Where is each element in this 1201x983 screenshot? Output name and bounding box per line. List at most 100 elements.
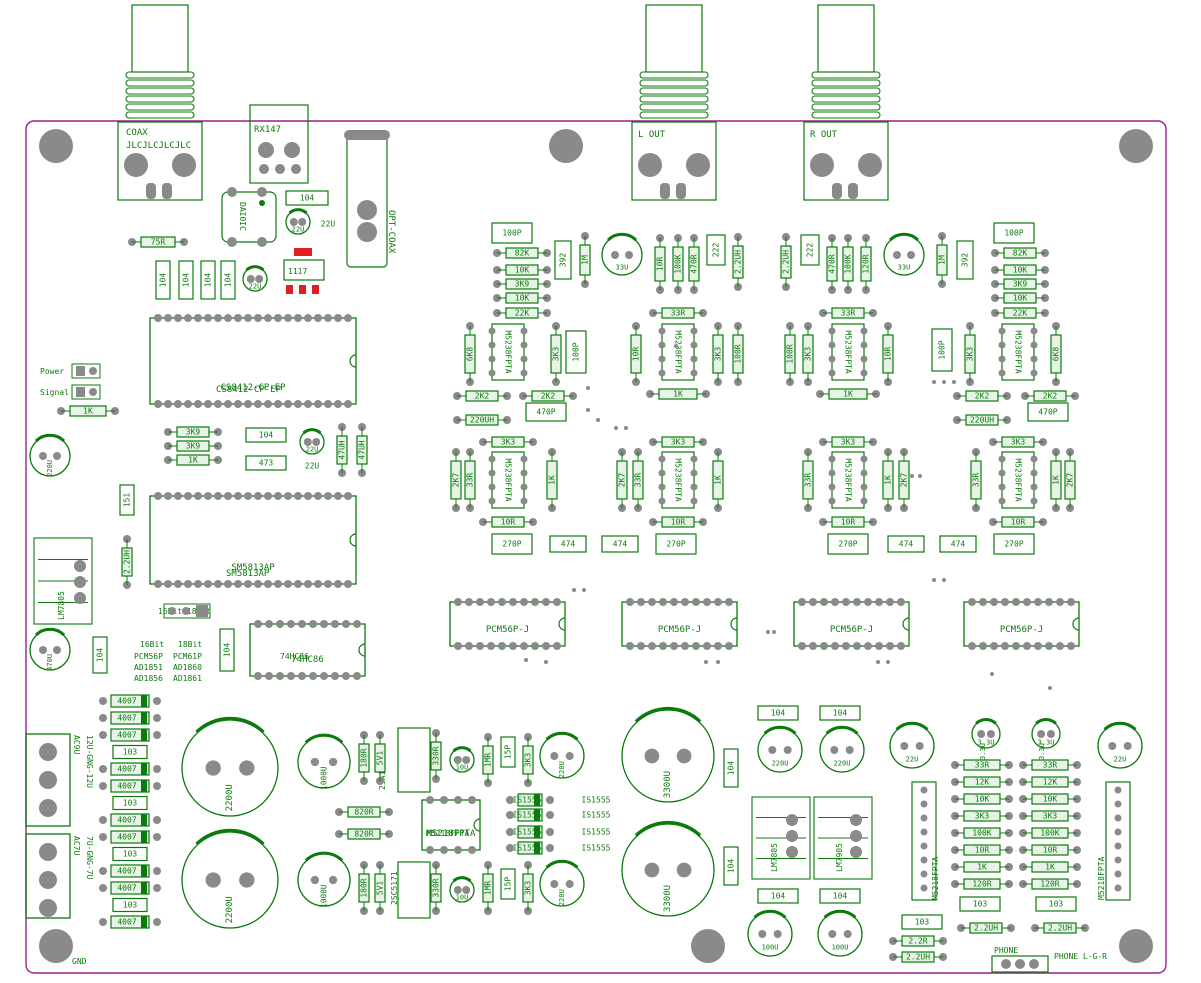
ac9-sub-label: 12U-GNG-12U	[85, 735, 94, 788]
pad	[153, 884, 161, 892]
pad	[320, 620, 328, 628]
resistor-value: 10R	[632, 347, 641, 362]
pad	[886, 598, 894, 606]
pad	[546, 811, 554, 819]
electrolytic-capacitor: 220U	[539, 859, 585, 907]
pad	[907, 251, 915, 259]
resistor: 3K3	[649, 436, 707, 448]
capacitor-value: 2200U	[225, 896, 235, 923]
pad	[979, 598, 987, 606]
pad	[440, 796, 448, 804]
diode: IS1555	[506, 825, 554, 839]
resistor-body	[661, 516, 695, 528]
pad	[932, 380, 936, 384]
resistor-body	[1031, 844, 1069, 856]
jack-pin	[676, 183, 686, 199]
electrolytic-capacitor: 22U	[299, 428, 325, 455]
resistor-value: 2K7	[900, 473, 909, 488]
electrolytic-capacitor: 100U	[747, 909, 793, 957]
capacitor-outline	[819, 888, 861, 904]
resistor-body	[176, 426, 210, 438]
box-capacitor: 104	[245, 427, 287, 443]
jack-thread	[125, 79, 195, 87]
pad	[287, 620, 295, 628]
pad	[772, 630, 776, 634]
pad	[1023, 642, 1031, 650]
jack-thread	[125, 87, 195, 95]
jack-thread	[811, 71, 881, 79]
pad	[626, 598, 634, 606]
pad	[1001, 642, 1009, 650]
resistor: 2.2R	[889, 935, 947, 947]
diode: IS1555	[506, 841, 554, 855]
jack-pin	[146, 183, 156, 199]
pad	[860, 483, 868, 491]
ic-label: M5238FPTA	[504, 330, 513, 374]
resistor: 3K3	[989, 436, 1047, 448]
resistor-value: 2K7	[1066, 473, 1075, 488]
diode-band	[141, 712, 147, 724]
resistor-body	[963, 861, 1001, 873]
polarity-band	[888, 232, 920, 242]
electrolytic-capacitor: 10U	[449, 746, 475, 773]
capacitor-outline	[800, 234, 820, 266]
resistor-body	[579, 244, 591, 276]
pad	[426, 796, 434, 804]
m5218-label-right-b: M5218FPTA	[1097, 856, 1106, 900]
resistor: 180R	[358, 731, 370, 785]
diode: 4007	[99, 762, 161, 776]
pad	[820, 642, 828, 650]
optical-receiver	[249, 104, 309, 184]
pad	[462, 756, 471, 764]
pad	[462, 886, 471, 894]
is1555-label: IS1555	[582, 828, 611, 837]
pad	[596, 418, 600, 422]
diode-body	[110, 728, 150, 742]
resistor-body	[374, 743, 386, 773]
dip-ic: PCM56P-J	[621, 598, 738, 650]
pad	[1030, 483, 1038, 491]
status-leds	[71, 363, 101, 400]
resistor-body	[963, 844, 1001, 856]
pad	[205, 872, 221, 888]
resistor-body	[780, 245, 792, 279]
capacitor-value: 33U	[898, 263, 911, 271]
pad	[1123, 742, 1132, 750]
pad	[488, 355, 496, 363]
capacitor-outline	[601, 535, 639, 553]
pad	[1046, 730, 1055, 738]
diode-value: 4007	[117, 697, 136, 706]
lm7805b-label: LM7805	[770, 843, 779, 872]
resistor-value: 100R	[786, 344, 795, 363]
resistor: 3K3	[522, 861, 534, 915]
diode-band	[534, 842, 540, 854]
resistor-value: 2.2UH	[906, 953, 930, 962]
dac18-line-1: PCM61P	[173, 652, 202, 661]
jack-pin	[848, 183, 858, 199]
electrolytic-capacitor: 2200U	[181, 828, 279, 929]
capacitor-value: 470U	[46, 654, 54, 671]
capacitor-value: 3.3U	[978, 739, 995, 747]
capacitor-value: 474	[561, 540, 576, 549]
box-capacitor: 474	[887, 535, 925, 553]
resistor: 1K	[164, 454, 222, 466]
pad	[876, 660, 880, 664]
pad	[520, 469, 528, 477]
resistor-body	[522, 745, 534, 775]
resistor-value: 33R	[972, 473, 981, 488]
jack-thread	[811, 79, 881, 87]
ic-label: PCM56P-J	[658, 625, 701, 635]
pad	[476, 642, 484, 650]
capacitor-value: 270P	[1004, 540, 1023, 549]
ic-notch	[473, 818, 481, 832]
resistor-body	[901, 935, 935, 947]
pad	[520, 598, 528, 606]
diode-body	[110, 813, 150, 827]
capacitor-value: 3.3U	[1038, 739, 1055, 747]
pad	[488, 327, 496, 335]
resistor-body	[831, 516, 865, 528]
phone-label: PHONE	[994, 946, 1018, 955]
pad	[714, 642, 722, 650]
resistor-body	[1031, 827, 1069, 839]
resistor: 10R	[819, 516, 877, 528]
